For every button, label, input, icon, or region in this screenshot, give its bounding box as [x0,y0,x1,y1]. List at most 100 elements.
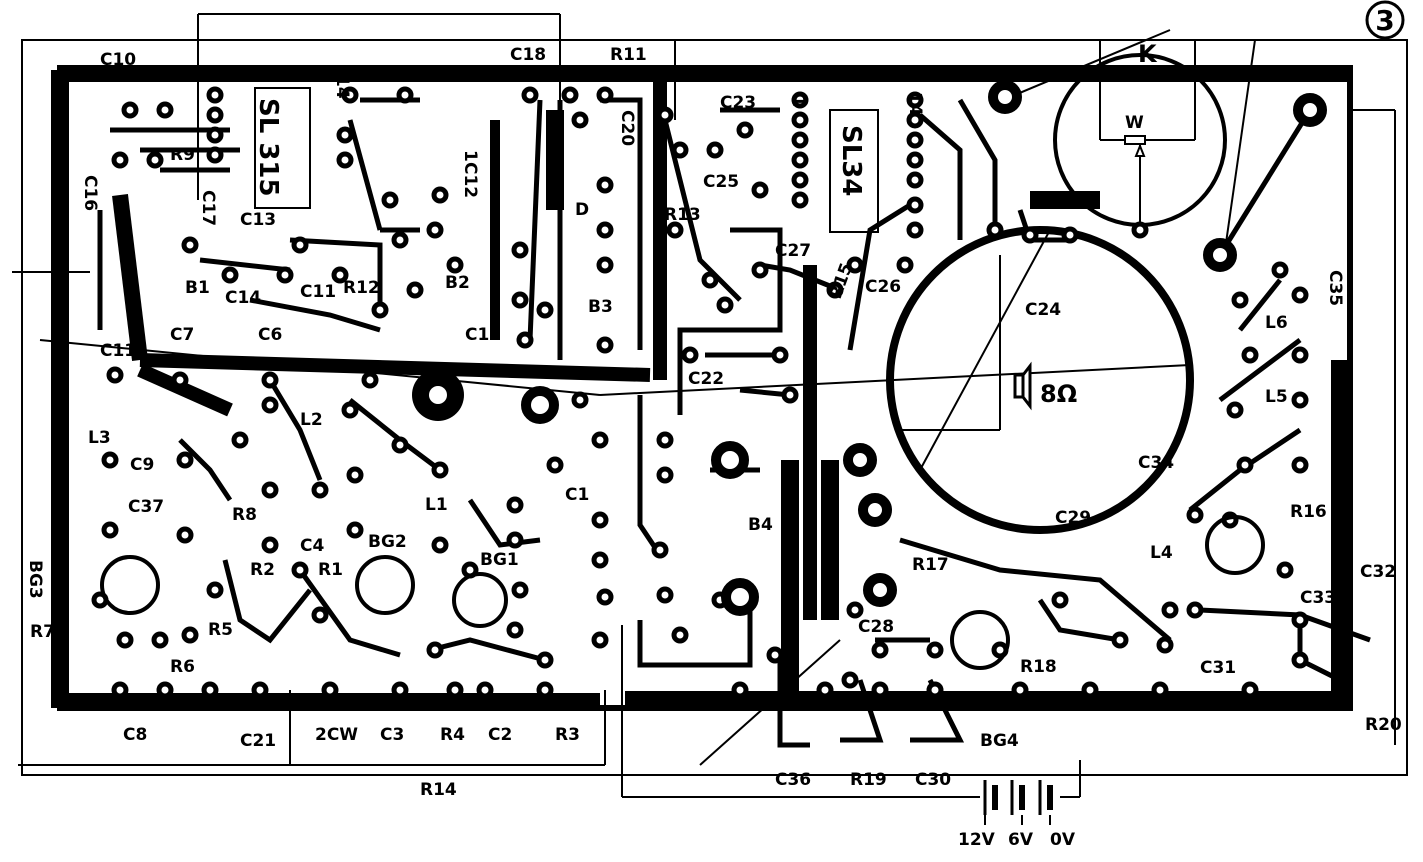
tuning-capacitor-hole [429,386,447,404]
label-diode-d: D [575,200,589,220]
label-r15: R15 [826,260,857,301]
inductor-labels: L2 L3 L1 L6 L5 L4 [88,313,1288,563]
label-r20: R20 [1365,715,1402,735]
label-c20: C20 [617,110,637,146]
ic-sl315-pin1: 1 [460,150,480,162]
label-l2: L2 [300,410,323,430]
large-pads [521,80,1327,616]
label-c34: C34 [1138,453,1174,473]
ic-sl34-pin1: 1 [788,95,808,107]
label-r6: R6 [170,657,195,677]
label-r17: R17 [912,555,949,575]
label-diode-2cw: 2CW [315,725,358,745]
label-c26: C26 [865,277,901,297]
figure-number: 3 [1375,4,1394,37]
label-c12: C12 [460,162,480,198]
label-battery-12v: 12V [958,830,996,850]
ic-sl34-label: SL34 [836,125,866,196]
label-c11-left: C11 [100,341,136,361]
label-c1: C1 [565,485,589,505]
ic-sl315-outline [254,87,311,209]
label-b3: B3 [588,297,613,317]
label-bg4: BG4 [980,731,1019,751]
label-c17: C17 [198,190,218,226]
label-bg1: BG1 [480,550,519,570]
ic-sl34-outline [829,109,879,233]
label-r14: R14 [420,780,457,800]
label-r7: R7 [30,622,55,642]
label-c23: C23 [720,93,756,113]
battery-symbol [983,780,1053,825]
label-r18: R18 [1020,657,1057,677]
figure-number-circle [1365,0,1405,40]
label-battery-6v: 6V [1008,830,1034,850]
label-b4: B4 [748,515,773,535]
label-r13: R13 [664,205,701,225]
label-r16: R16 [1290,502,1327,522]
label-c3: C3 [380,725,404,745]
label-r12: R12 [343,278,380,298]
label-c33: C33 [1300,588,1336,608]
label-bg3: BG3 [25,560,45,599]
label-c21: C21 [240,731,276,751]
label-c35: C35 [1325,270,1345,306]
label-l3: L3 [88,428,111,448]
label-c29: C29 [1055,508,1091,528]
label-c32: C32 [1360,562,1396,582]
label-c30: C30 [915,770,951,790]
label-l4: L4 [1150,543,1173,563]
label-c6: C6 [258,325,282,345]
label-r8: R8 [232,505,257,525]
label-c18: C18 [510,45,546,65]
label-c8: C8 [123,725,147,745]
label-c7: C7 [170,325,194,345]
label-r2: R2 [250,560,275,580]
label-r5: R5 [208,620,233,640]
label-r11: R11 [610,45,647,65]
label-potentiometer-w: W [1125,113,1144,133]
label-c10: C10 [100,50,136,70]
label-r4: R4 [440,725,465,745]
label-battery-0v: 0V [1050,830,1076,850]
label-c2: C2 [488,725,512,745]
potentiometer-symbol [1100,135,1175,157]
label-c36: C36 [775,770,811,790]
label-c11-top: C11 [300,282,336,302]
circuit-traces [97,97,1371,748]
label-c9: C9 [130,455,154,475]
label-r9: R9 [170,145,195,165]
label-c27: C27 [775,241,811,261]
label-c14: C14 [225,288,261,308]
label-speaker-impedance: 8Ω [1040,380,1077,408]
label-l5: L5 [1265,387,1288,407]
ic-sl34-pin14: 14 [905,92,925,116]
label-c28: C28 [858,617,894,637]
label-c15: C15 [465,325,501,345]
transformer-labels: B1 B2 B3 B4 [185,273,773,535]
label-c4: C4 [300,536,324,556]
label-c16: C16 [80,175,100,211]
label-r3: R3 [555,725,580,745]
label-c13: C13 [240,210,276,230]
capacitor-labels: C10 C16 C17 C13 C14 C11 C12 C7 C6 C15 C1… [80,45,1396,790]
transistor-labels: BG3 BG2 BG1 BG4 [25,532,1019,751]
label-c25: C25 [703,172,739,192]
label-switch-k: K [1138,40,1158,68]
label-c24: C24 [1025,300,1061,320]
label-c31: C31 [1200,658,1236,678]
label-l1: L1 [425,495,448,515]
board-ground-traces [51,65,1353,711]
label-bg2: BG2 [368,532,407,552]
label-c37: C37 [128,497,164,517]
label-l6: L6 [1265,313,1288,333]
label-b1: B1 [185,278,210,298]
ic-sl315-pin14: 14 [332,75,352,99]
resistor-labels: R9 R11 R13 R15 R12 R8 R2 R1 R7 R5 R6 R16… [30,45,1402,800]
solder-pads [91,86,1309,699]
label-r1: R1 [318,560,343,580]
label-b2: B2 [445,273,470,293]
ic-sl315-label: SL 315 [253,98,283,197]
label-c22: C22 [688,369,724,389]
transistor-outlines [100,515,1265,670]
